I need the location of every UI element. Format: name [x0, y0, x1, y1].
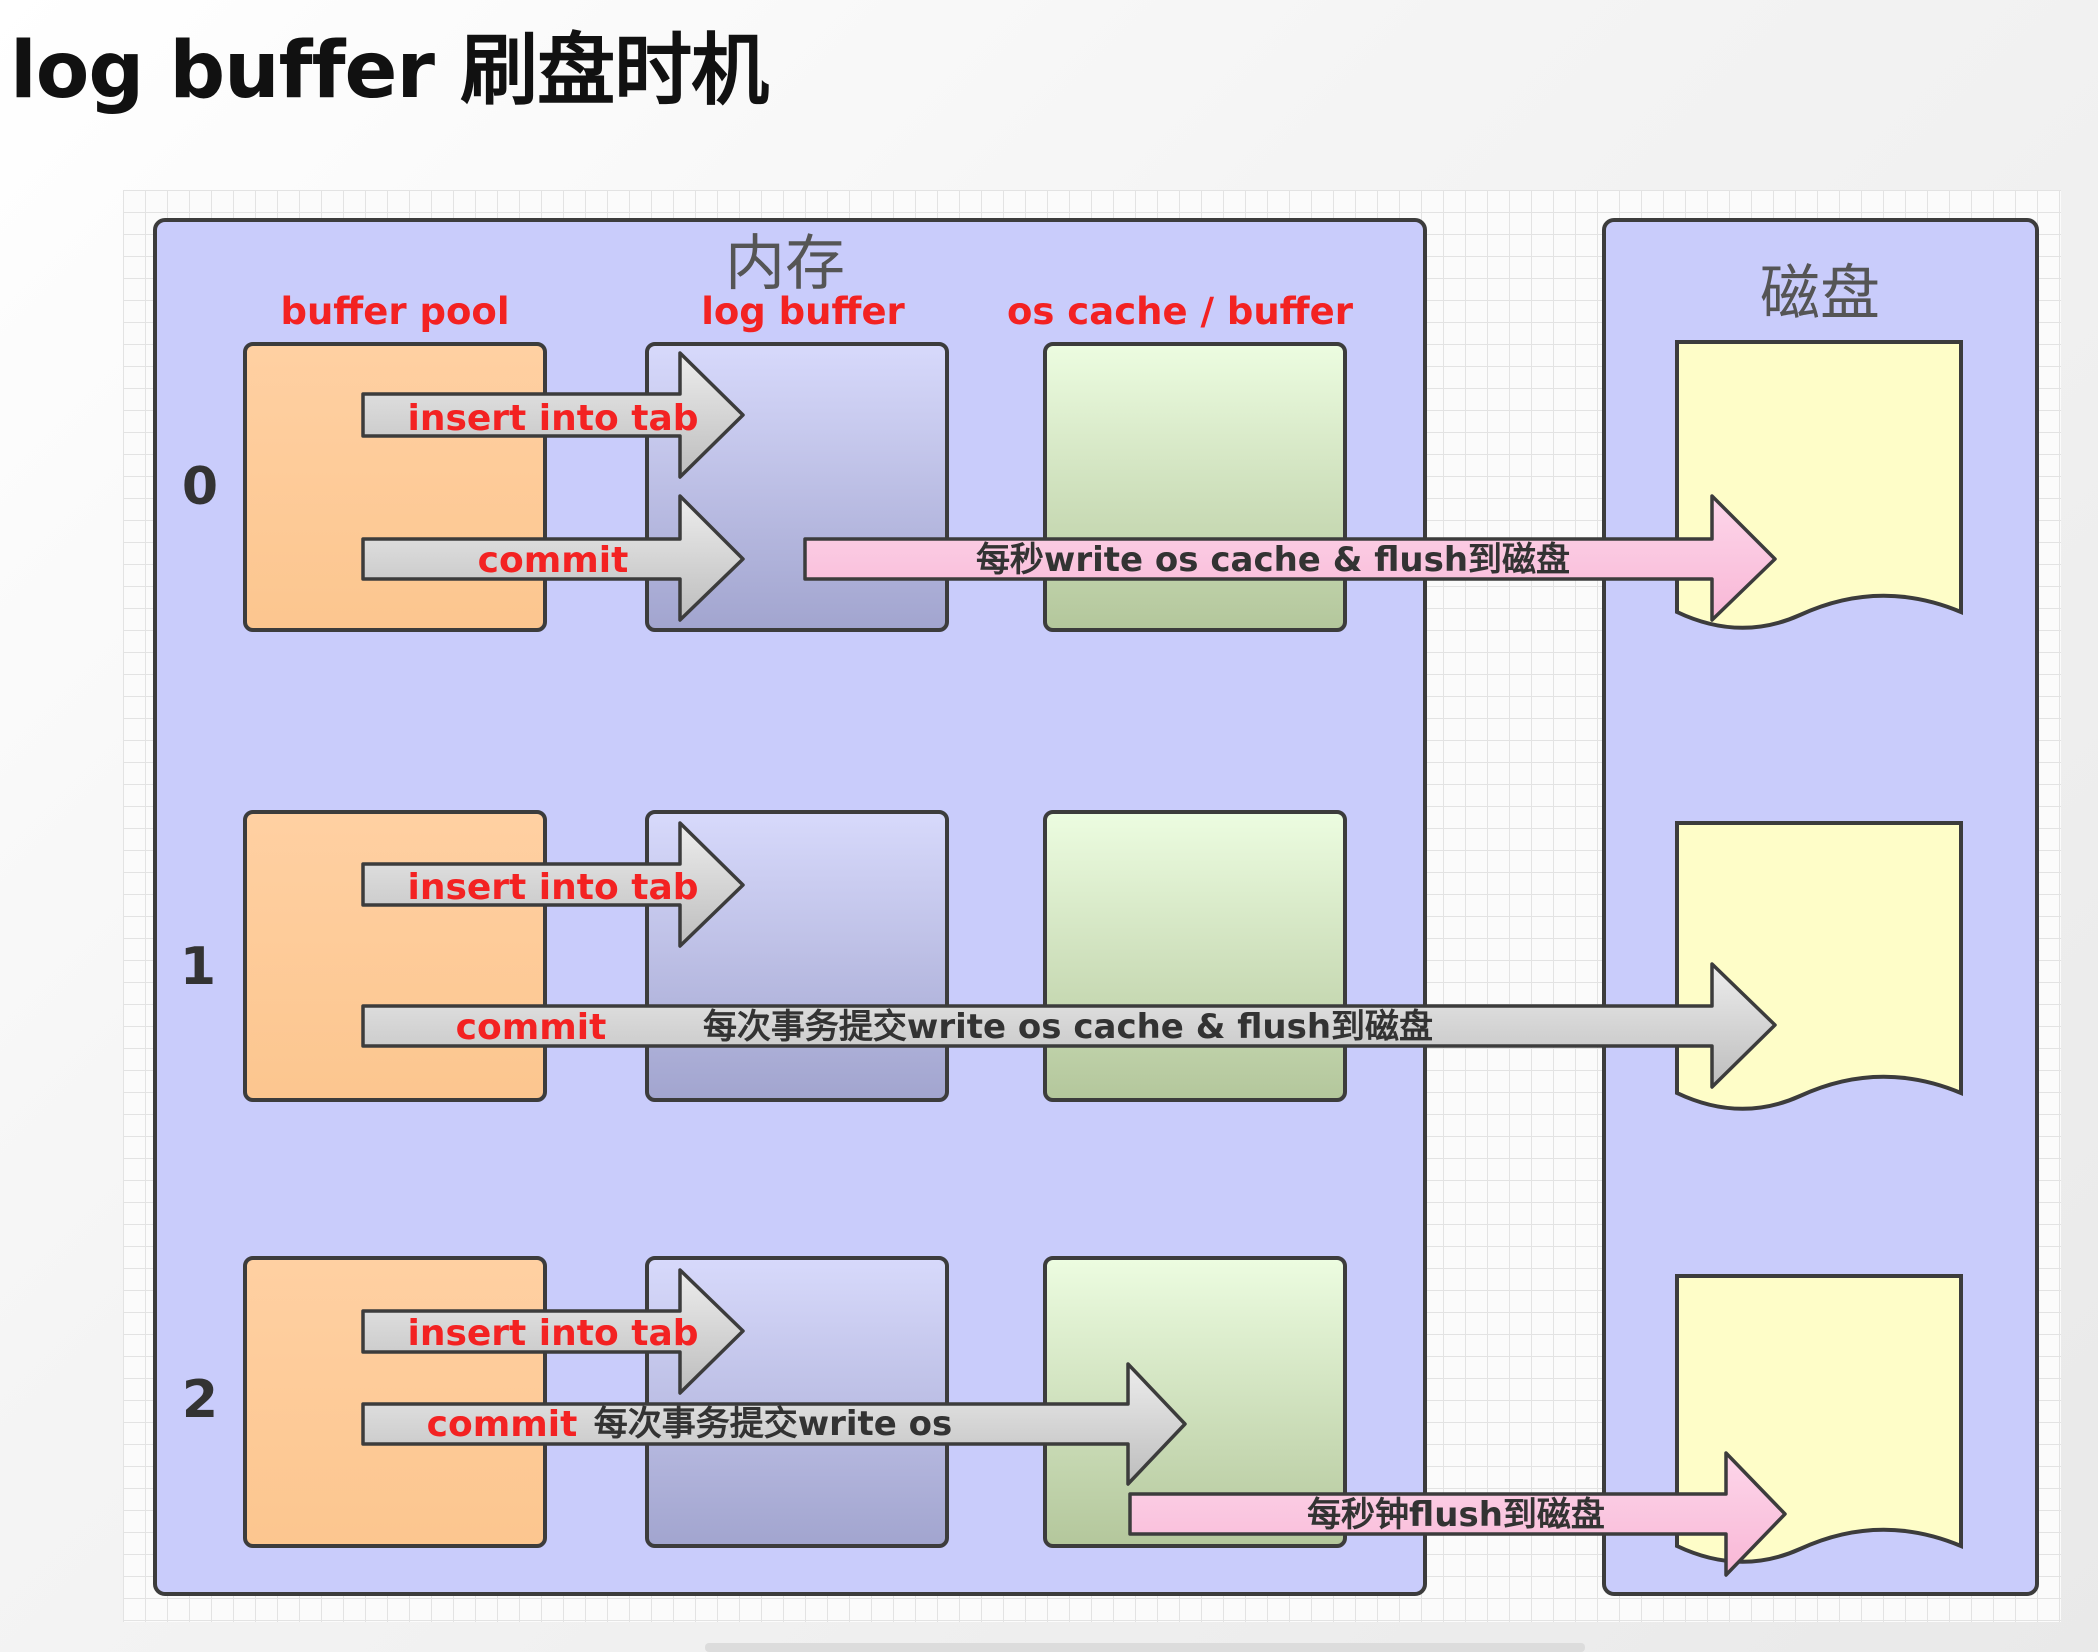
insert-label: insert into tab: [407, 1313, 698, 1354]
insert-arrow: [361, 1268, 745, 1395]
buffer-pool-box: [243, 342, 547, 632]
os-cache-box: [1043, 342, 1347, 632]
commit-label: commit: [478, 540, 629, 581]
buffer-pool-label: buffer pool: [280, 290, 510, 333]
commit-flush-arrow: [361, 962, 1777, 1089]
insert-arrow: [361, 821, 745, 948]
flush-arrow: [1128, 1451, 1787, 1577]
bottom-scroll-strip: [705, 1643, 1585, 1652]
log-buffer-label: log buffer: [701, 290, 905, 333]
write-label: 每次事务提交write os: [594, 1404, 953, 1444]
commit-arrow: [361, 494, 745, 622]
insert-arrow: [361, 351, 745, 479]
memory-label: 内存: [725, 229, 845, 299]
insert-label: insert into tab: [407, 398, 698, 439]
os-cache-label: os cache / buffer: [1006, 290, 1353, 333]
flush-label: 每次事务提交write os cache & flush到磁盘: [703, 1007, 1433, 1047]
row-number-2: 2: [181, 1370, 219, 1430]
commit-label: commit: [427, 1404, 578, 1445]
os-cache-box: [1043, 810, 1347, 1102]
row-number-0: 0: [181, 457, 219, 517]
flush-arrow: [803, 494, 1777, 622]
commit-write-arrow: [361, 1362, 1187, 1486]
flush-label: 每秒write os cache & flush到磁盘: [976, 540, 1570, 580]
disk-label: 磁盘: [1760, 259, 1880, 329]
buffer-pool-box: [243, 810, 547, 1102]
commit-label: commit: [456, 1007, 607, 1048]
page-title: log buffer 刷盘时机: [10, 26, 769, 116]
buffer-pool-box: [243, 1256, 547, 1548]
insert-label: insert into tab: [407, 867, 698, 908]
flush-label: 每秒钟flush到磁盘: [1307, 1495, 1605, 1535]
row-number-1: 1: [179, 937, 217, 997]
